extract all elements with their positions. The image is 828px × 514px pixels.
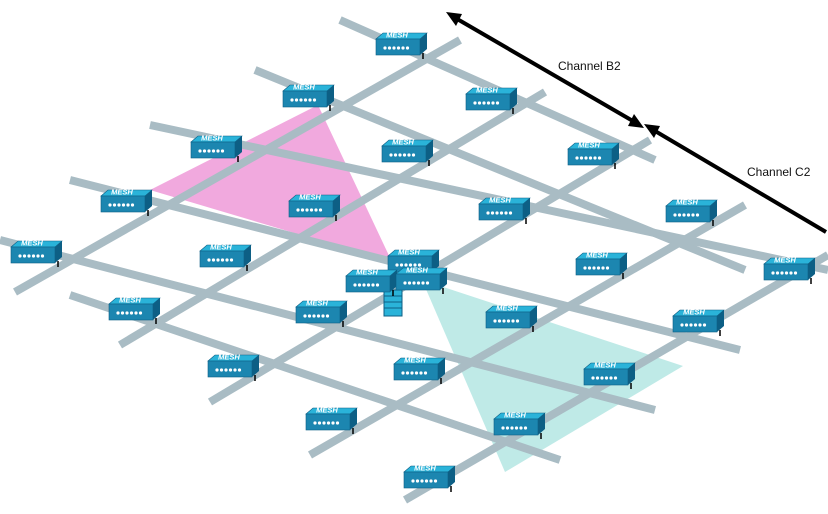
mesh-node-0-1: MESH	[465, 86, 518, 114]
mesh-node-label: MESH	[398, 248, 420, 257]
mesh-node-label: MESH	[293, 83, 315, 92]
mesh-node-2-1: MESH	[288, 193, 341, 221]
mesh-node-1-2: MESH	[478, 196, 531, 224]
mesh-node-label: MESH	[404, 356, 426, 365]
mesh-node-label: MESH	[586, 251, 608, 260]
mesh-node-1-0: MESH	[282, 83, 335, 111]
mesh-node-label: MESH	[356, 268, 378, 277]
mesh-node-0-3: MESH	[665, 198, 718, 226]
mesh-node-0-2: MESH	[567, 141, 620, 169]
mesh-node-label: MESH	[218, 353, 240, 362]
mesh-node-label: MESH	[406, 266, 428, 275]
mesh-node-extra-3: MESH	[493, 411, 546, 439]
mesh-node-extra-1: MESH	[583, 361, 636, 389]
channel-b2-arrow	[446, 12, 644, 128]
mesh-node-label: MESH	[119, 296, 141, 305]
grid-col-1	[13, 36, 462, 296]
mesh-node-2-3: MESH	[763, 256, 816, 284]
mesh-node-0-0: MESH	[375, 31, 428, 59]
mesh-node-label: MESH	[299, 193, 321, 202]
mesh-node-label: MESH	[111, 188, 133, 197]
mesh-node-root-left: MESH	[345, 268, 398, 296]
grid-row-5	[0, 236, 657, 414]
mesh-node-extra-2: MESH	[305, 406, 358, 434]
pink-coverage-sector	[150, 105, 392, 262]
mesh-node-3-1: MESH	[199, 243, 252, 271]
mesh-node-label: MESH	[476, 86, 498, 95]
mesh-node-3-3: MESH	[485, 304, 538, 332]
mesh-nodes: MESH MESH MESH MESH MESH MESH MESH MESH MESH MESH…	[10, 31, 816, 492]
mesh-node-label: MESH	[774, 256, 796, 265]
mesh-node-4-3: MESH	[672, 308, 725, 336]
mesh-node-2-0: MESH	[190, 134, 243, 162]
mesh-node-label: MESH	[316, 406, 338, 415]
mesh-node-label: MESH	[201, 134, 223, 143]
mesh-node-label: MESH	[676, 198, 698, 207]
mesh-node-1-3: MESH	[575, 251, 628, 279]
mesh-node-root-right: MESH	[395, 266, 448, 294]
teal-coverage-sector	[422, 280, 683, 472]
channel-c2-arrow	[644, 124, 828, 234]
mesh-node-4-2: MESH	[207, 353, 260, 381]
mesh-node-4-1: MESH	[108, 296, 161, 324]
channel-b2-label: Channel B2	[558, 59, 621, 73]
mesh-node-3-2: MESH	[295, 299, 348, 327]
mesh-node-extra-0: MESH	[393, 356, 446, 384]
mesh-node-1-1: MESH	[381, 138, 434, 166]
mesh-node-label: MESH	[504, 411, 526, 420]
mesh-node-label: MESH	[683, 308, 705, 317]
mesh-node-extra-4: MESH	[403, 464, 456, 492]
mesh-node-label: MESH	[489, 196, 511, 205]
grid-col-2	[117, 88, 548, 349]
grid-col-4	[308, 201, 747, 459]
mesh-node-label: MESH	[210, 243, 232, 252]
mesh-node-3-0: MESH	[100, 188, 153, 216]
server-stack-icon	[383, 289, 403, 317]
mesh-node-label: MESH	[306, 299, 328, 308]
channel-c2-label: Channel C2	[747, 165, 811, 179]
mesh-node-label: MESH	[496, 304, 518, 313]
mesh-node-label: MESH	[386, 31, 408, 40]
mesh-node-4-0: MESH	[10, 239, 63, 267]
mesh-node-label: MESH	[392, 138, 414, 147]
mesh-node-label: MESH	[21, 239, 43, 248]
mesh-node-label: MESH	[578, 141, 600, 150]
mesh-node-label: MESH	[414, 464, 436, 473]
mesh-node-label: MESH	[594, 361, 616, 370]
